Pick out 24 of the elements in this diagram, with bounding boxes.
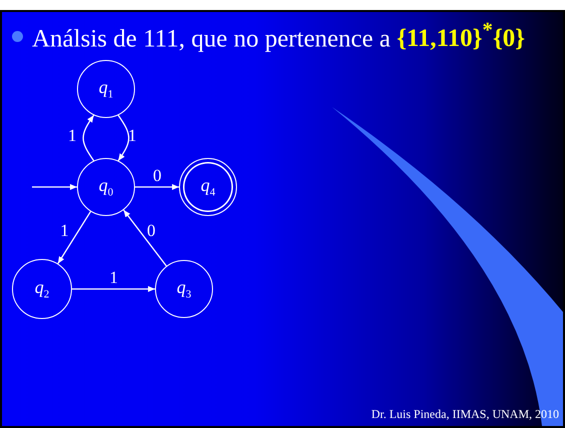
state-circle bbox=[155, 260, 213, 318]
slide-title: Análsis de 111, que no pertenence a {11,110}$^{*}${0} bbox=[32, 18, 526, 54]
accept-state-circle bbox=[179, 158, 237, 216]
edge-label: 1 bbox=[110, 269, 118, 286]
transition-arrow bbox=[57, 211, 92, 264]
state-circle bbox=[12, 259, 72, 319]
transition-arrow bbox=[32, 184, 77, 190]
state-label: q$_{2}$ bbox=[34, 277, 50, 301]
edge-label: 1 bbox=[60, 222, 69, 239]
transition-arrow bbox=[82, 114, 94, 162]
edge-label: 1 bbox=[128, 127, 136, 144]
state-label: q$_{3}$ bbox=[176, 277, 192, 301]
state-circle bbox=[77, 60, 135, 118]
edge-label: 1 bbox=[68, 127, 76, 144]
transition-arrow bbox=[123, 210, 167, 266]
edge-label: 0 bbox=[153, 167, 162, 184]
transition-arrow bbox=[118, 114, 130, 162]
state-label: q$_{4}$ bbox=[200, 175, 216, 199]
state-label: q$_{1}$ bbox=[98, 77, 114, 101]
state-circle bbox=[77, 158, 135, 216]
edge-label: 0 bbox=[147, 222, 156, 239]
transition-arrow bbox=[72, 286, 155, 292]
state-label: q$_{0}$ bbox=[98, 175, 114, 199]
transition-arrow bbox=[135, 184, 179, 190]
